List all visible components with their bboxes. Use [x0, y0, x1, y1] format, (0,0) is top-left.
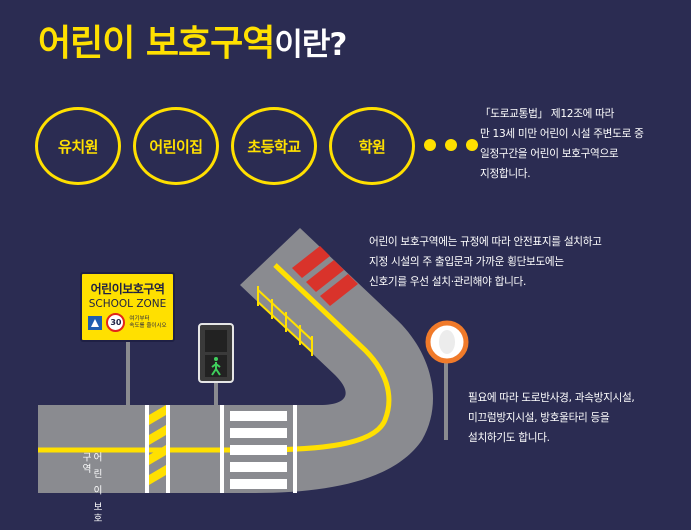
- guard-rail: [257, 286, 313, 356]
- speed-bump: [306, 260, 344, 292]
- sign-pole: [126, 340, 130, 405]
- road-marking-text: 어 린 이 보호구역: [80, 452, 102, 525]
- title-main: 어린이 보호구역: [38, 23, 275, 64]
- crosswalk-stop-line: [293, 405, 297, 493]
- crosswalk: [230, 411, 287, 489]
- description-facilities: 필요에 따라 도로반사경, 과속방지시설, 미끄럼방지시설, 방호울타리 등을 …: [468, 392, 635, 444]
- facility-academy: 학원: [329, 107, 415, 185]
- hatch-marking: [149, 405, 166, 485]
- description-definition: 「도로교통법」 제12조에 따라 만 13세 미만 어린이 시설 주변도로 중 …: [480, 108, 644, 180]
- start-line-left: [145, 405, 149, 493]
- school-zone-sign: 어린이보호구역 SCHOOL ZONE 30 여기부터 속도를 줄이시오: [80, 272, 175, 342]
- speed-bump: [320, 274, 358, 306]
- facility-elementary: 초등학교: [231, 107, 317, 185]
- children-crossing-icon: [88, 315, 103, 330]
- crosswalk-stop-line: [220, 405, 224, 493]
- pedestrian-walk-icon: [211, 357, 221, 376]
- title-suffix: 이란?: [274, 27, 347, 63]
- more-dots-icon: [424, 139, 478, 151]
- facility-daycare: 어린이집: [133, 107, 219, 185]
- speed-limit-icon: 30: [106, 313, 126, 332]
- page-title: 어린이 보호구역이란?: [38, 14, 347, 66]
- start-line-right: [166, 405, 170, 493]
- sign-note: 여기부터 속도를 줄이시오: [129, 315, 167, 329]
- traffic-light-pole: [214, 380, 218, 405]
- speed-bump: [292, 246, 330, 278]
- mirror-pole: [444, 360, 448, 440]
- facility-kindergarten: 유치원: [35, 107, 121, 185]
- description-signs: 어린이 보호구역에는 규정에 따라 안전표지를 설치하고 지정 시설의 주 출입…: [369, 236, 602, 288]
